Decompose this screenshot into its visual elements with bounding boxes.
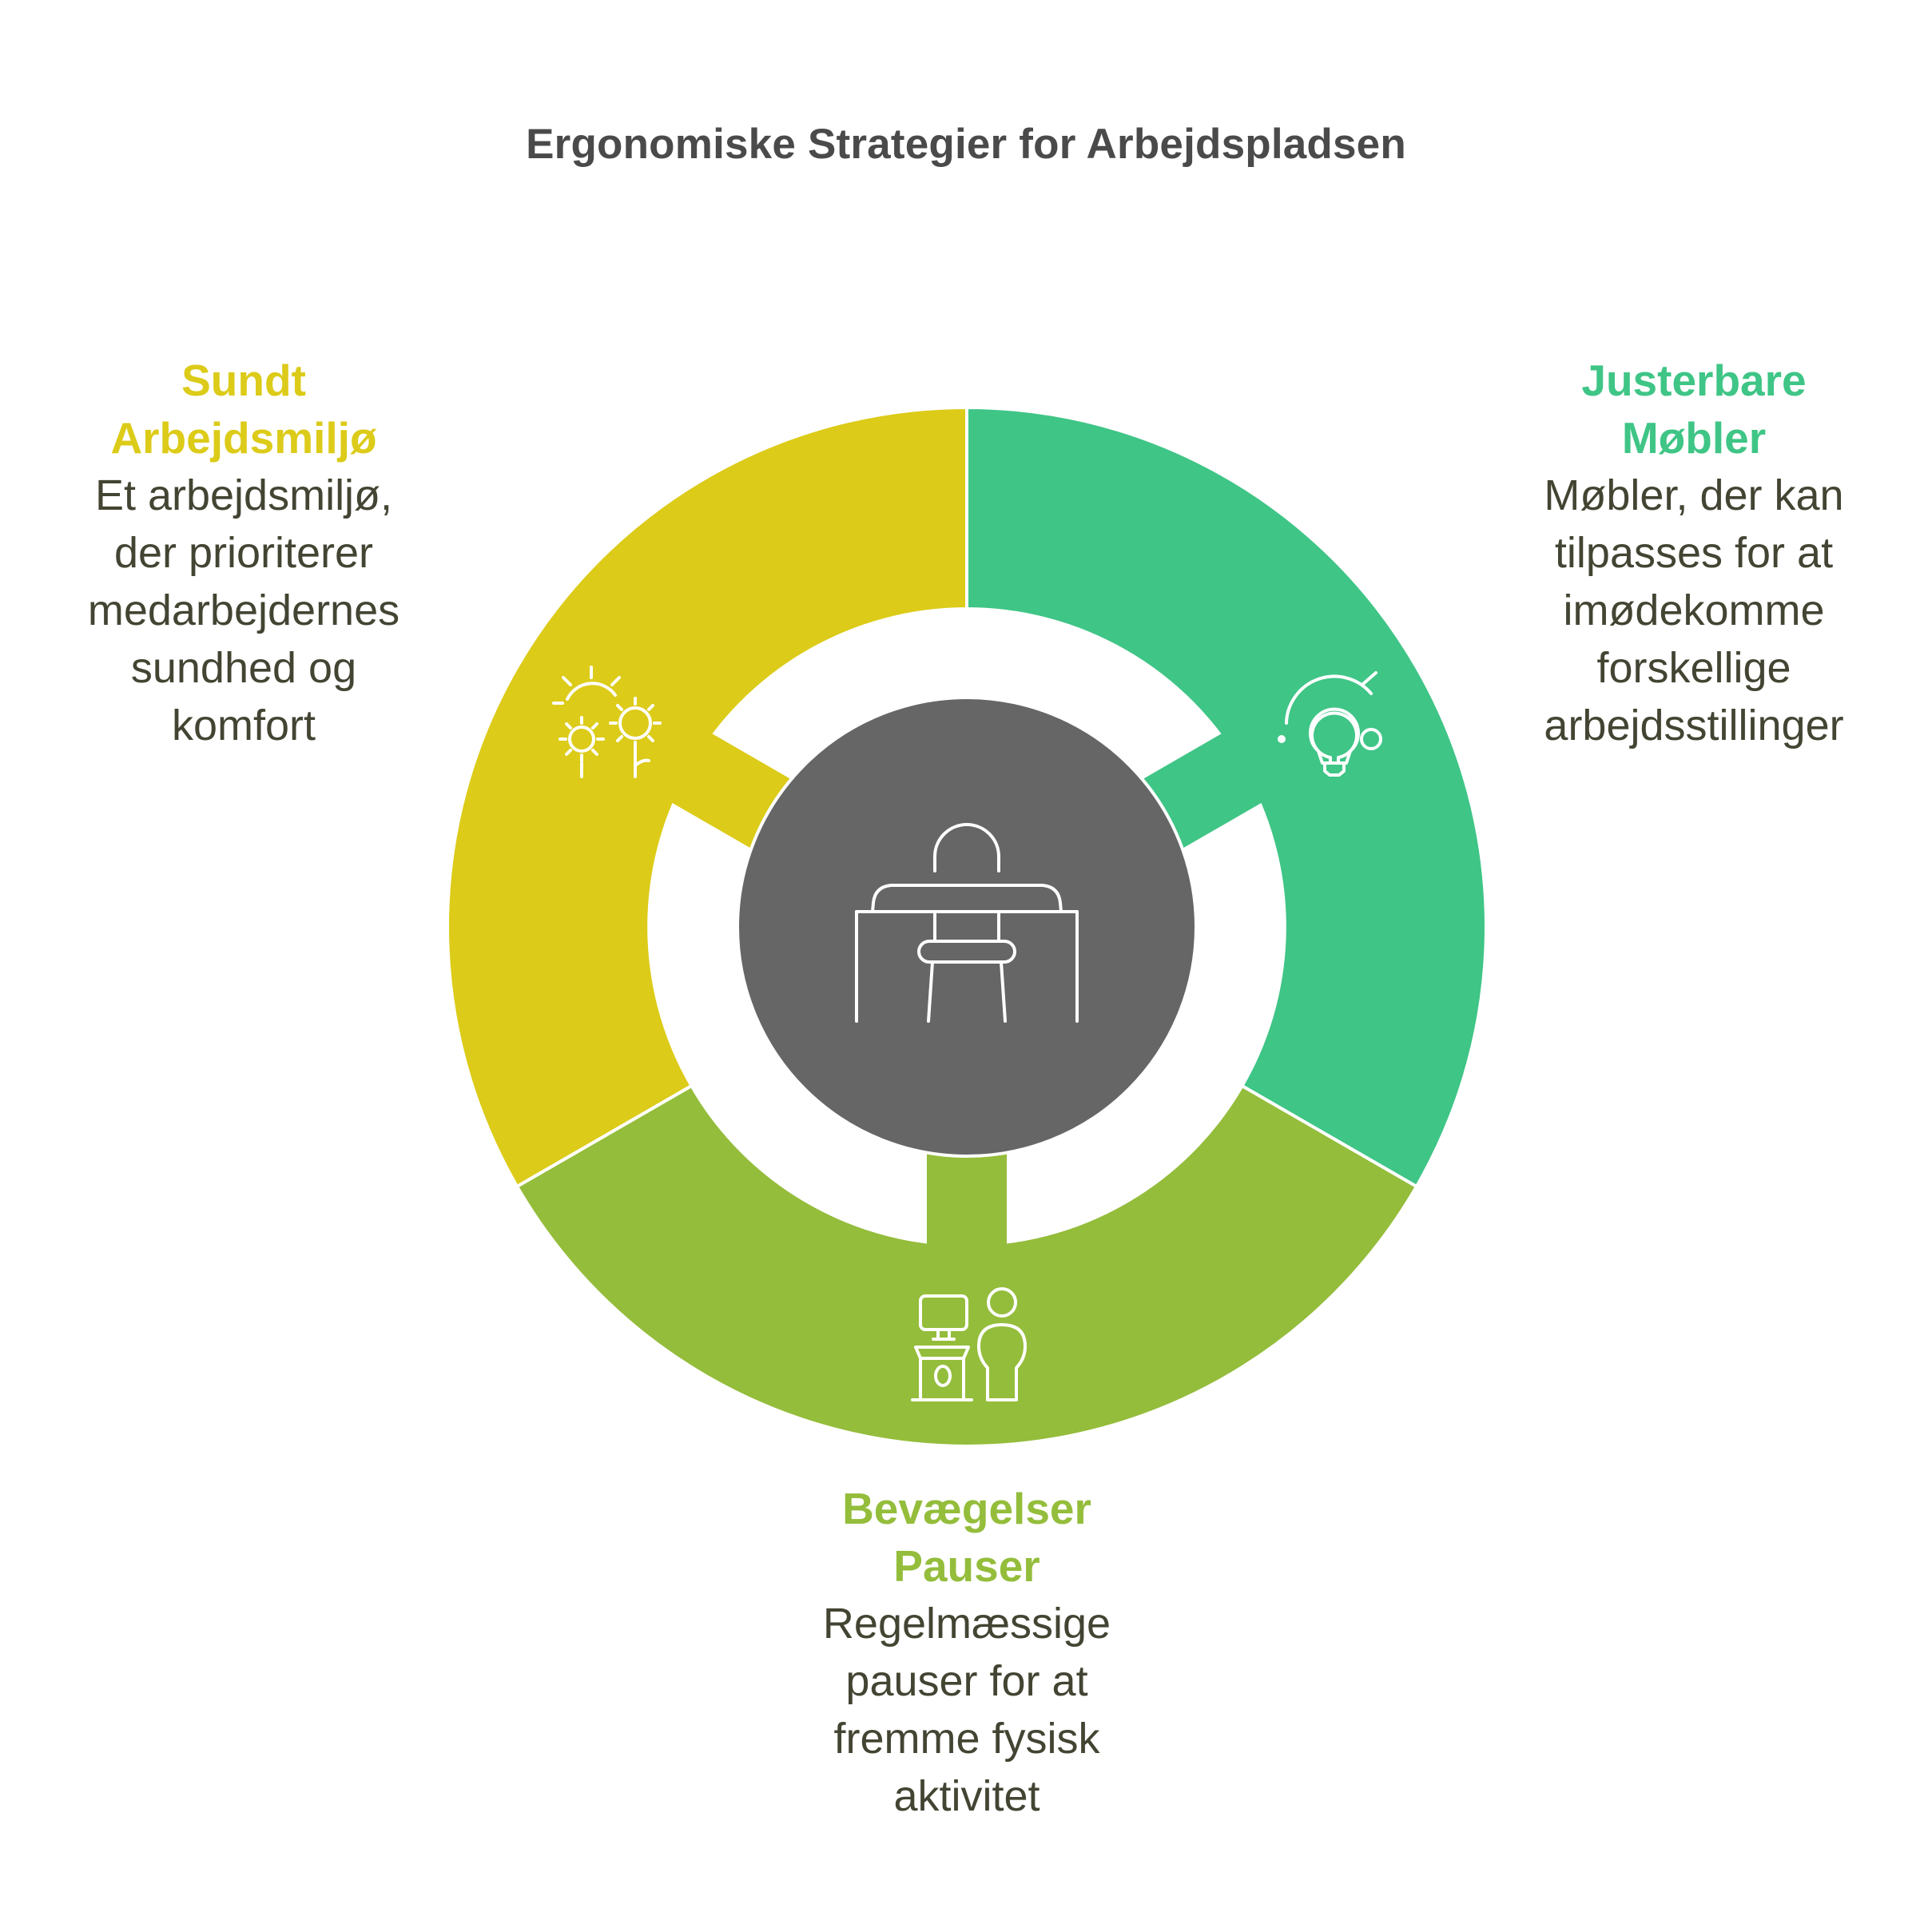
person-standing-desk-icon — [911, 1287, 1027, 1401]
description-line: Regelmæssige — [822, 1600, 1111, 1648]
description-line: sundhed og — [130, 644, 357, 692]
segment-text-justerbare-mobler: Justerbare Møbler Møbler, der kan tilpas… — [1486, 352, 1902, 754]
sun-flowers-icon — [552, 666, 662, 778]
heading-line: Sundt — [181, 356, 306, 405]
segment-text-sundt-arbejdsmiljo: Sundt Arbejdsmiljø Et arbejdsmiljø, der … — [32, 352, 455, 754]
description-line: medarbejdernes — [87, 586, 400, 634]
description-line: tilpasses for at — [1554, 529, 1834, 577]
center-circle — [736, 696, 1198, 1158]
description-line: arbejdsstillinger — [1544, 702, 1844, 749]
desk-chair-icon — [855, 823, 1079, 1023]
heading-line: Pauser — [893, 1541, 1040, 1591]
heading-line: Bevægelser — [842, 1484, 1091, 1533]
description-line: der prioriterer — [113, 529, 374, 577]
description-line: pauser for at — [845, 1657, 1088, 1705]
lightbulb-dial-icon — [1278, 671, 1382, 777]
description-line: imødekomme — [1563, 586, 1825, 634]
description-line: Et arbejdsmiljø, — [94, 471, 393, 519]
description-line: fremme fysisk — [833, 1715, 1100, 1763]
description-line: komfort — [171, 702, 316, 749]
heading-line: Møbler — [1621, 413, 1767, 463]
description-line: forskellige — [1596, 644, 1791, 692]
diagram-title: Ergonomiske Strategier for Arbejdspladse… — [526, 121, 1406, 168]
heading-line: Justerbare — [1581, 356, 1807, 405]
segment-text-bevaegelser-pauser: Bevægelser Pauser Regelmæssige pauser fo… — [719, 1480, 1214, 1825]
description-line: aktivitet — [893, 1772, 1040, 1820]
description-line: Møbler, der kan — [1544, 471, 1844, 519]
heading-line: Arbejdsmiljø — [110, 413, 377, 463]
